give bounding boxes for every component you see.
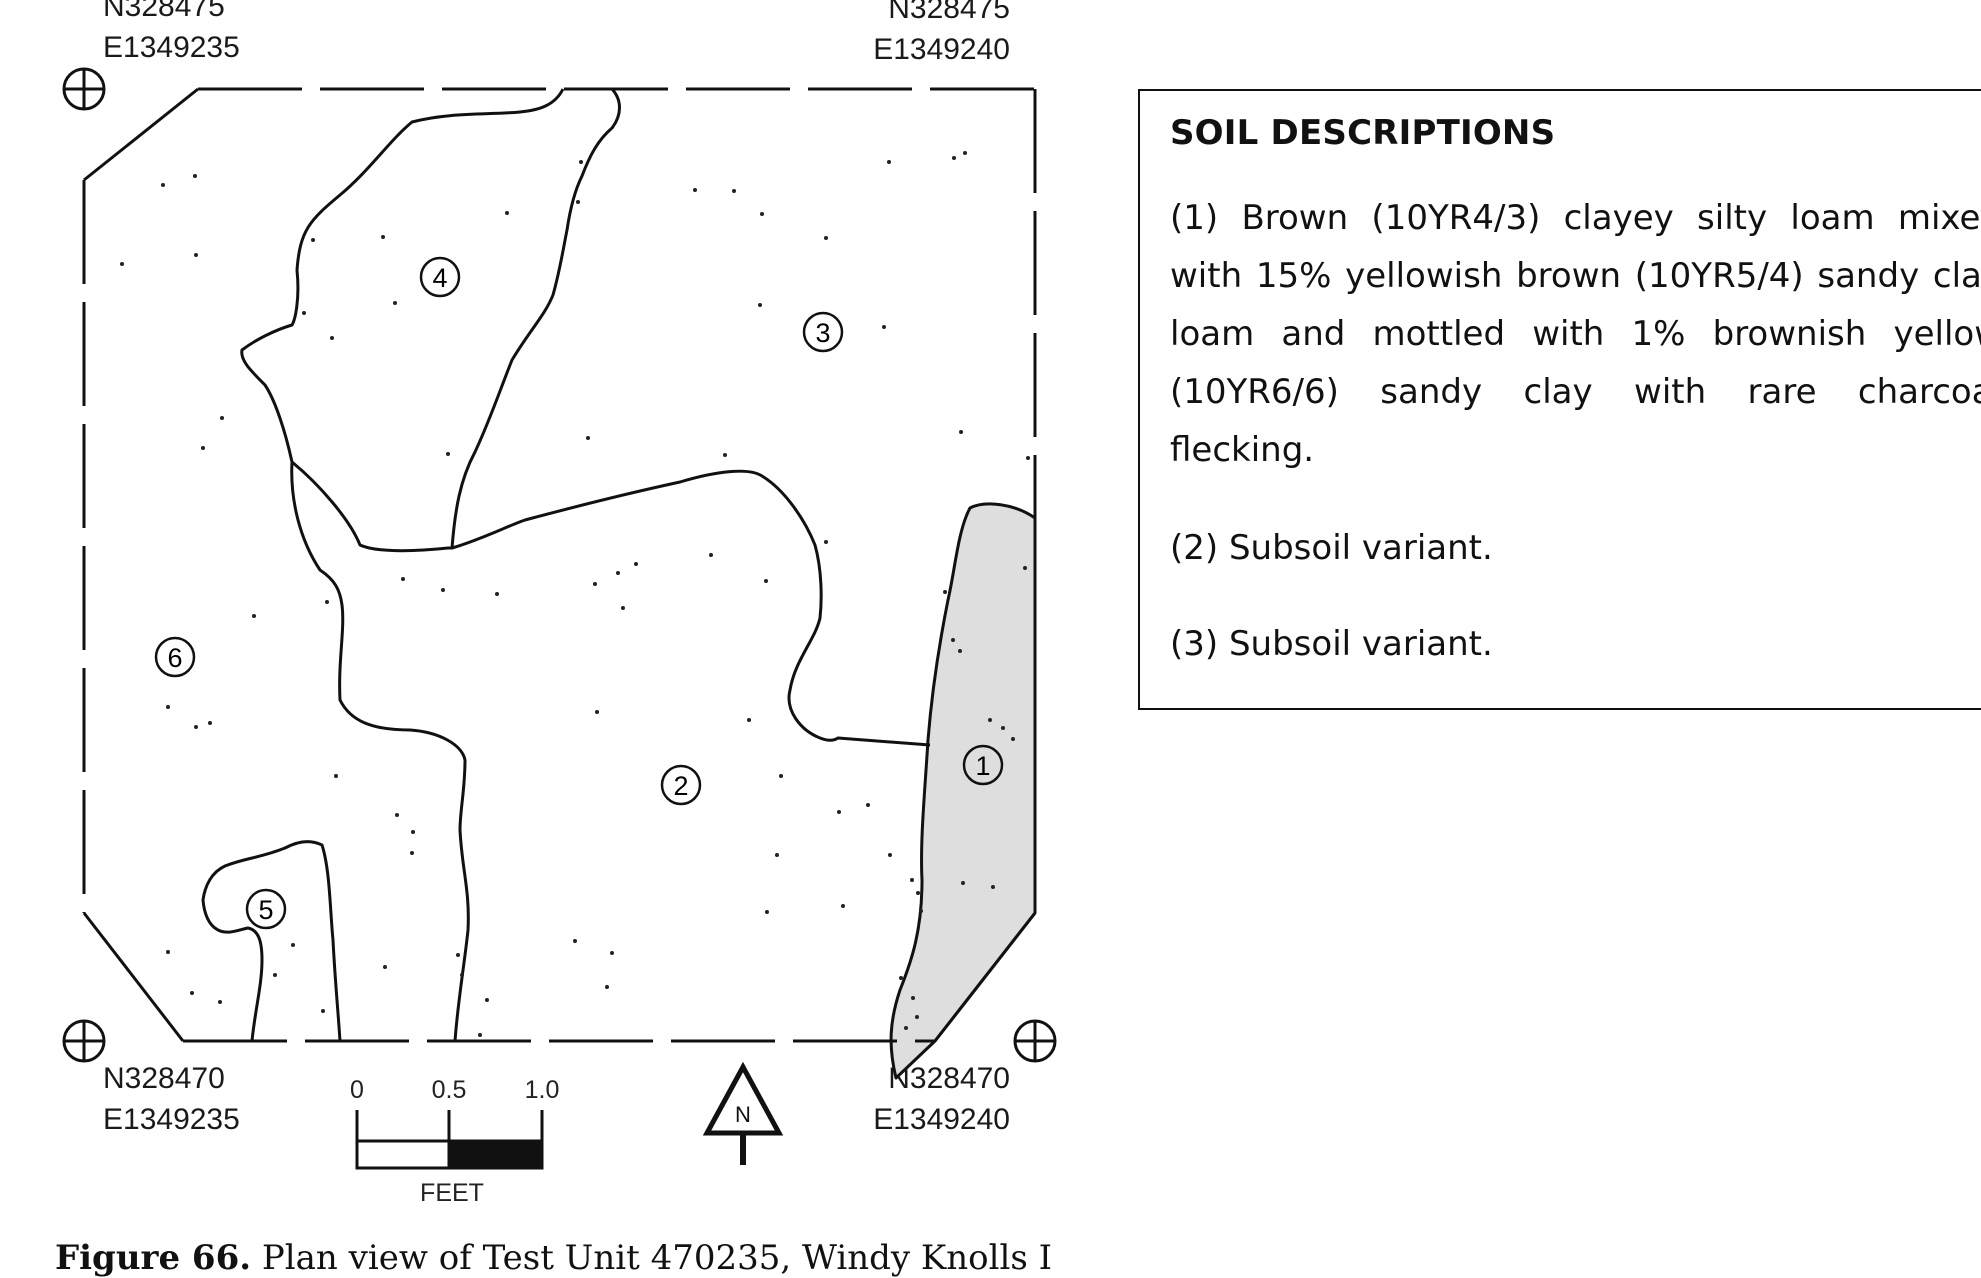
scale-bar: 0 0.5 1.0 FEET xyxy=(350,1076,559,1207)
legend-entry-3: (3) Subsoil variant. xyxy=(1170,624,1493,664)
zone-label-6: 6 xyxy=(154,636,196,678)
svg-text:6: 6 xyxy=(167,643,182,673)
soil-zone-1 xyxy=(889,502,1037,1080)
artifact-dots xyxy=(120,151,1030,1037)
datum-crosshair-icon xyxy=(62,1019,106,1063)
northing-label: N328470 xyxy=(103,1062,225,1095)
coord-bottom-left: N328470 E1349235 xyxy=(103,1058,240,1140)
svg-text:4: 4 xyxy=(432,263,447,293)
scale-unit-label: FEET xyxy=(420,1179,484,1207)
zone-label-3: 3 xyxy=(802,311,844,353)
datum-crosshair-icon xyxy=(62,67,106,111)
zone-label-1: 1 xyxy=(962,744,1004,786)
soil-descriptions-legend: SOIL DESCRIPTIONS (1) Brown (10YR4/3) cl… xyxy=(1138,89,1981,710)
datum-crosshair-icon xyxy=(1013,1019,1057,1063)
soil-zone-4-boundary xyxy=(240,87,621,553)
legend-entry-1: (1) Brown (10YR4/3) clayey silty loam mi… xyxy=(1170,198,1981,470)
scale-tick-0: 0 xyxy=(350,1076,364,1104)
zone-label-5: 5 xyxy=(245,888,287,930)
easting-label: E1349240 xyxy=(873,1103,1010,1136)
svg-text:2: 2 xyxy=(673,771,688,801)
svg-text:5: 5 xyxy=(258,895,273,925)
easting-label: E1349235 xyxy=(103,1103,240,1136)
scale-tick-0-5: 0.5 xyxy=(432,1076,467,1104)
easting-label: E1349240 xyxy=(873,33,1010,66)
soil-zone-labels: 4 3 6 2 1 5 xyxy=(154,256,1004,930)
plan-map: 4 3 6 2 1 5 xyxy=(62,67,1057,1207)
svg-text:1: 1 xyxy=(975,751,990,781)
coord-top-left: N328475 E1349235 xyxy=(103,0,240,68)
svg-text:3: 3 xyxy=(815,318,830,348)
easting-label: E1349235 xyxy=(103,31,240,64)
soil-zone-6-boundary xyxy=(290,461,470,1042)
figure-caption-text: Plan view of Test Unit 470235, Windy Kno… xyxy=(261,1238,1053,1278)
zone-label-4: 4 xyxy=(419,256,461,298)
datum-markers xyxy=(62,67,1057,1063)
coord-top-right: N328475 E1349240 xyxy=(858,0,1010,70)
legend-entry-2: (2) Subsoil variant. xyxy=(1170,528,1493,568)
zone-label-2: 2 xyxy=(660,764,702,806)
north-arrow-icon: N xyxy=(702,1061,784,1165)
unit-boundary-diagonals xyxy=(82,87,1037,1042)
figure-caption: Figure 66. Plan view of Test Unit 470235… xyxy=(55,1238,1052,1278)
northing-label: N328475 xyxy=(888,0,1010,25)
north-arrow-label: N xyxy=(735,1102,751,1127)
coord-bottom-right: N328470 E1349240 xyxy=(858,1058,1010,1140)
figure-number: Figure 66. xyxy=(55,1238,252,1278)
scale-tick-1-0: 1.0 xyxy=(525,1076,560,1104)
legend-title: SOIL DESCRIPTIONS xyxy=(1170,113,1556,153)
northing-label: N328475 xyxy=(103,0,225,23)
soil-zone-3-boundary xyxy=(451,469,931,747)
soil-zone-5-boundary xyxy=(201,840,342,1042)
